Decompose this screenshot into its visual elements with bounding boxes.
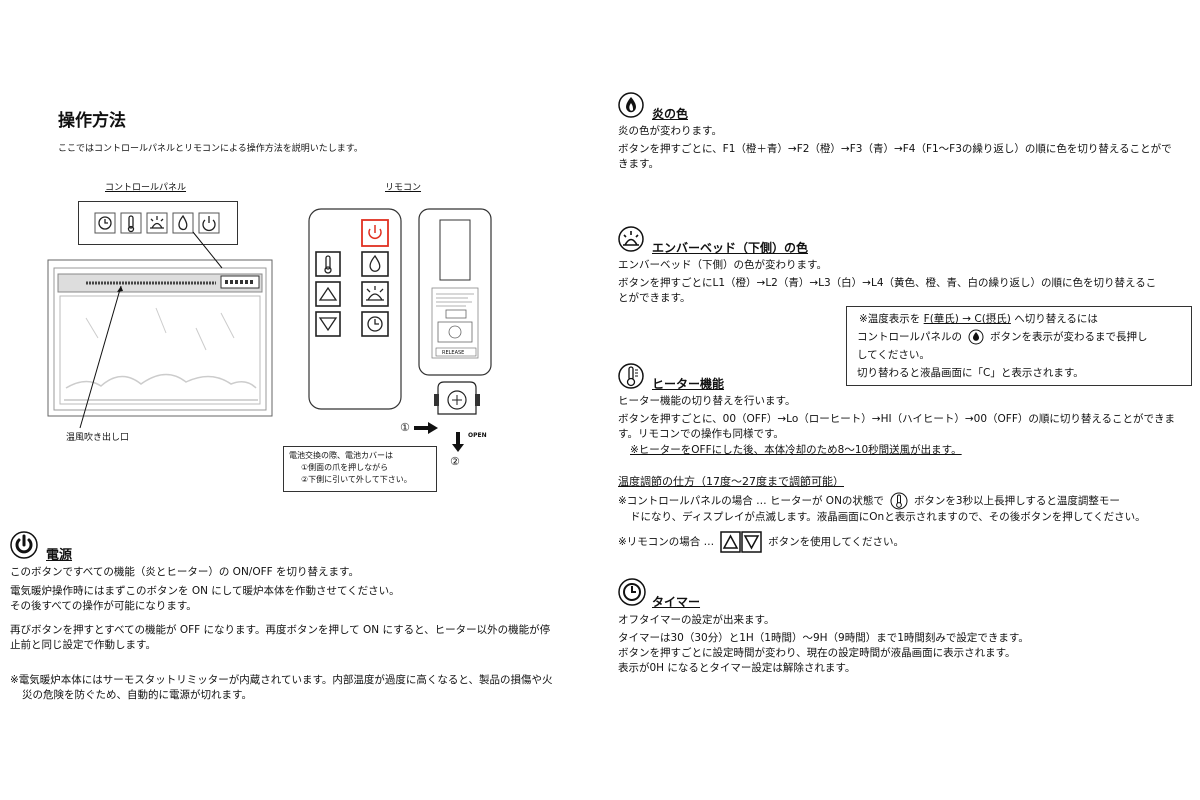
power-line: ※電気暖炉本体にはサーモスタットリミッターが内蔵されています。内部温度が過度に高… (10, 674, 553, 686)
power-title: 電源 (46, 548, 73, 563)
ember-line: エンバーベッド（下側）の色が変わります。 (618, 259, 827, 271)
up-down-buttons-icon (720, 531, 762, 553)
panel-ember-button-icon (146, 212, 168, 234)
timer-line: タイマーは30（30分）と1H（1時間）～9H（9時間）まで1時間刻みで設定でき… (618, 632, 1029, 644)
battery-note-line: 電池交換の際、電池カバーは (289, 451, 393, 460)
flame-body: 炎の色が変わります。 ボタンを押すごとに、F1（橙＋青）→F2（橙）→F3（青）… (618, 124, 1196, 172)
intro-text: ここではコントロールパネルとリモコンによる操作方法を説明いたします。 (58, 144, 363, 154)
page-title: 操作方法 (58, 111, 126, 131)
heater-note: ※ヒーターをOFFにした後、本体冷却のため8～10秒間送風が出ます。 (630, 444, 962, 456)
ember-line: とができます。 (618, 292, 691, 304)
step1-label: ① (400, 421, 410, 434)
heater-icon (618, 363, 644, 389)
temp-remote-line: ※リモコンの場合 … ボタンを使用してください。 (618, 531, 1196, 553)
remote-power-button-icon (361, 219, 389, 247)
panel-flame-button-icon (172, 212, 194, 234)
battery-cover-diagram (432, 380, 482, 422)
power-line: 再びボタンを押すとすべての機能が OFF になります。再度ボタンを押して ON … (10, 624, 551, 636)
timer-body: オフタイマーの設定が出来ます。 タイマーは30（30分）と1H（1時間）～9H（… (618, 613, 1196, 676)
temp-unit-note-box: ※温度表示を F(華氏) → C(摂氏) へ切り替えるには コントロールパネルの… (846, 306, 1192, 386)
flame-line: きます。 (618, 158, 659, 170)
heater-body: ヒーター機能の切り替えを行います。 ボタンを押すごとに、00（OFF）→Lo（ロ… (618, 394, 1196, 458)
heater-line: ボタンを押すごとに、00（OFF）→Lo（ローヒート）→HI（ハイヒート）→00… (618, 413, 1176, 425)
remote-label: リモコン (385, 183, 422, 193)
timer-line: オフタイマーの設定が出来ます。 (618, 614, 775, 626)
control-panel-diagram (78, 201, 238, 245)
note-line2: コントロールパネルの ボタンを表示が変わるまで長押し (857, 329, 1148, 345)
battery-note-line: ①側面の爪を押しながら (301, 463, 389, 472)
ember-body: エンバーベッド（下側）の色が変わります。 ボタンを押すごとにL1（橙）→L2（青… (618, 258, 1196, 306)
ember-title: エンバーベッド（下側）の色 (652, 241, 809, 255)
power-line: その後すべての操作が可能になります。 (10, 600, 197, 612)
outlet-label: 温風吹き出し口 (66, 433, 130, 443)
heater-line: す。リモコンでの操作も同様です。 (618, 428, 784, 440)
power-line: 電気暖炉操作時にはまずこのボタンを ON にして暖炉本体を作動させてください。 (10, 585, 400, 597)
temp-body: ※コントロールパネルの場合 … ヒーターが ONの状態で ボタンを3秒以上長押し… (618, 492, 1196, 553)
flame-icon (618, 92, 644, 118)
timer-line: 表示が0H になるとタイマー設定は解除されます。 (618, 662, 856, 674)
power-icon (10, 531, 38, 559)
heater-icon (890, 492, 908, 510)
power-line: 災の危険を防ぐため、自動的に電源が切れます。 (22, 689, 252, 701)
battery-note-box: 電池交換の際、電池カバーは ①側面の爪を押しながら ②下側に引いて外して下さい。 (283, 446, 437, 492)
flame-line: ボタンを押すごとに、F1（橙＋青）→F2（橙）→F3（青）→F4（F1～F3の繰… (618, 143, 1172, 155)
remote-back-diagram (418, 208, 492, 376)
heater-title: ヒーター機能 (652, 377, 725, 391)
temp-title: 温度調節の仕方（17度～27度まで調節可能） (618, 475, 844, 488)
heater-line: ヒーター機能の切り替えを行います。 (618, 395, 796, 407)
temp-panel-line2: ドになり、ディスプレイが点滅します。液晶画面にOnと表示されますので、その後ボタ… (630, 511, 1146, 523)
remote-front-diagram (308, 208, 402, 410)
step2-label: ② (450, 455, 460, 468)
battery-note-line: ②下側に引いて外して下さい。 (301, 475, 412, 484)
ember-line: ボタンを押すごとにL1（橙）→L2（青）→L3（白）→L4（黄色、橙、青、白の繰… (618, 277, 1157, 289)
note-line4: 切り替わると液晶画面に「C」と表示されます。 (857, 367, 1084, 379)
flame-title: 炎の色 (652, 107, 689, 121)
note-line1: ※温度表示を F(華氏) → C(摂氏) へ切り替えるには (859, 313, 1098, 325)
panel-label: コントロールパネル (105, 183, 187, 193)
power-line: 止前と同じ設定で作動します。 (10, 639, 156, 651)
timer-icon (618, 578, 646, 606)
flame-icon (968, 329, 984, 345)
power-line: このボタンですべての機能（炎とヒーター）の ON/OFF を切り替えます。 (10, 566, 359, 578)
release-label: RELEASE (442, 350, 465, 356)
note-line3: してください。 (857, 349, 930, 361)
ember-icon (618, 226, 644, 252)
timer-line: ボタンを押すごとに設定時間が変わり、現在の設定時間が液晶画面に表示されます。 (618, 647, 1016, 659)
open-label: OPEN (468, 432, 487, 439)
panel-heater-button-icon (120, 212, 142, 234)
arrow-down-icon (452, 432, 464, 452)
power-body: このボタンですべての機能（炎とヒーター）の ON/OFF を切り替えます。 電気… (10, 565, 610, 703)
flame-line: 炎の色が変わります。 (618, 125, 722, 137)
panel-timer-button-icon (94, 212, 116, 234)
fireplace-diagram (46, 258, 274, 418)
panel-power-button-icon (198, 212, 220, 234)
temp-panel-line: ※コントロールパネルの場合 … ヒーターが ONの状態で ボタンを3秒以上長押し… (618, 492, 1196, 510)
timer-title: タイマー (652, 595, 701, 609)
arrow-right-icon (414, 422, 438, 434)
